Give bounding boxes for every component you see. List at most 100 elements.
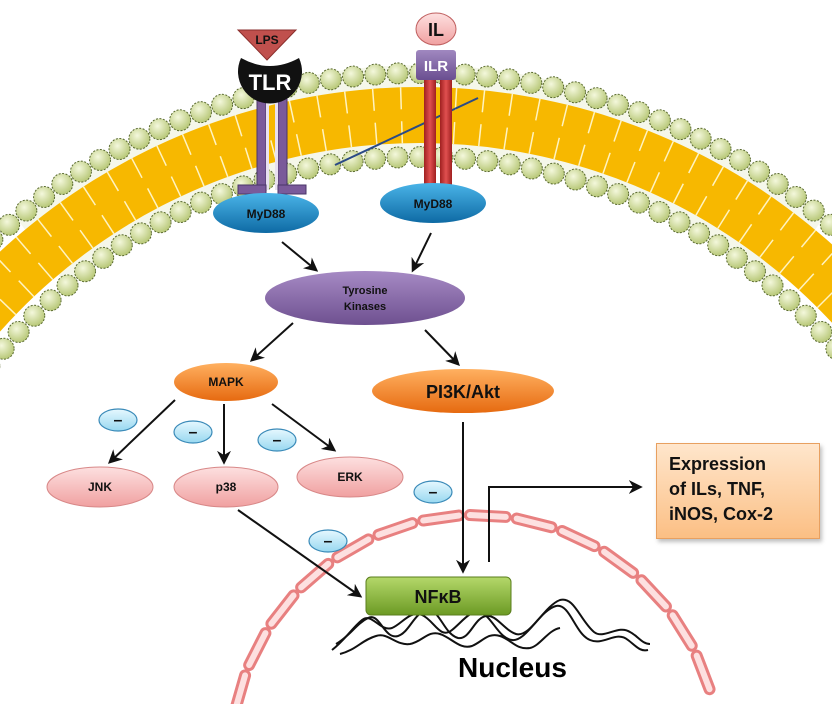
lipid-tail [626, 161, 636, 183]
lipid-tail [779, 212, 795, 231]
lipid-head [628, 101, 651, 124]
arrow-tyrosine-to-pi3k [424, 329, 460, 367]
tlr-stalk-inner-right [275, 92, 278, 190]
pi3k-akt-node [372, 369, 554, 413]
tlr-foot-left [237, 184, 267, 195]
lipid-head [743, 260, 766, 283]
lipid-tail [481, 90, 486, 113]
lipid-head [520, 157, 543, 180]
lipid-tail [101, 214, 115, 235]
lipid-head [810, 320, 832, 343]
nuclear-envelope-highlight [669, 612, 695, 649]
lipid-head [498, 153, 521, 176]
ilr-receptor [334, 12, 479, 198]
lipid-head [364, 147, 387, 170]
lipid-head [210, 183, 233, 206]
arrows [107, 232, 643, 598]
lipid-tail [0, 259, 12, 273]
lipid-head [728, 148, 751, 171]
lipid-tail [348, 125, 353, 148]
nuclear-envelope-highlight [601, 548, 637, 576]
lipid-tail [508, 93, 514, 116]
lipid-tail [688, 153, 700, 174]
lipid-head [802, 199, 825, 222]
lipid-tail [288, 100, 295, 123]
lipid-head [33, 185, 56, 208]
lipid-head [190, 191, 213, 214]
lipid-head [7, 320, 30, 343]
jnk-node [46, 466, 154, 508]
lipid-tail [577, 144, 586, 167]
chromatin-strand-2 [335, 598, 651, 645]
lipid-tail [131, 157, 143, 179]
lipid-head [707, 234, 730, 257]
lipid-head [476, 150, 499, 173]
erk-label: ERK [337, 470, 363, 484]
inhibitor-symbol: – [189, 424, 198, 441]
lipid-tail [59, 202, 74, 221]
lipid-head [778, 289, 801, 312]
nuclear-envelope [230, 509, 716, 704]
lipid-head [688, 222, 711, 245]
myd88-node-right [380, 183, 486, 223]
lipid-head [585, 175, 608, 198]
lipid-tail [816, 291, 832, 309]
lipid-tail [244, 147, 253, 169]
lipid-head [74, 260, 97, 283]
chromatin-strand-3 [339, 627, 561, 655]
inhibitor-symbol: – [429, 484, 438, 501]
lipid-head [169, 109, 192, 132]
lipid-head [761, 274, 784, 297]
il-ligand [415, 12, 457, 46]
myd88-left-label: MyD88 [247, 207, 286, 221]
nfkb-label: NFκB [414, 587, 461, 607]
lipid-head [766, 172, 789, 195]
nfkb-node [365, 576, 512, 616]
lipid-tail [821, 252, 832, 266]
lipid-tail [800, 229, 817, 248]
lipid-tail [37, 218, 53, 238]
inhibitor-symbol: – [114, 412, 123, 429]
lipid-tail [0, 298, 17, 316]
lipid-head [819, 213, 832, 236]
nuclear-envelope-highlight [638, 577, 669, 610]
lipid-head [56, 274, 79, 297]
lipid-head [709, 138, 732, 161]
inhibitors: ––––– [98, 408, 453, 553]
ilr-body [416, 50, 456, 80]
lipid-head [148, 118, 171, 141]
lipid-head [319, 153, 342, 176]
nuclear-envelope-highlight [693, 652, 713, 693]
nuclear-envelope-highlight [246, 630, 269, 669]
lipid-head [668, 211, 691, 234]
lipid-head [23, 304, 46, 327]
lipid-tail [454, 88, 458, 111]
lipid-head [129, 222, 152, 245]
membrane-tail-band [0, 87, 832, 332]
lipid-tail [58, 245, 74, 264]
inhibitor-marker [98, 408, 138, 432]
il-label: IL [428, 20, 444, 40]
membrane-cross-line [334, 97, 479, 166]
tlr-foot-right [277, 184, 307, 195]
p38-node [173, 466, 279, 508]
lipid-head [542, 162, 565, 185]
lipid-tail [219, 155, 229, 178]
lipid-head [606, 93, 629, 116]
jnk-label: JNK [88, 480, 112, 494]
arrow-nfkb-to-expression [488, 480, 643, 562]
arrow-myd88-left-to-tyrosine [281, 241, 319, 272]
lipid-tail [672, 183, 684, 204]
erk-node [296, 456, 404, 498]
lipid-tail [399, 87, 403, 110]
arrow-tyrosine-to-mapk [249, 322, 294, 362]
lipid-head [498, 68, 521, 91]
lipid-head [39, 289, 62, 312]
lipid-tail [123, 200, 137, 221]
lipid-tail [638, 130, 649, 152]
lipid-tail [757, 195, 772, 215]
lipid-tail [477, 124, 482, 147]
nuclear-envelope-highlight [375, 520, 416, 538]
lipid-tail [735, 180, 749, 200]
lipid-tail [371, 88, 376, 111]
